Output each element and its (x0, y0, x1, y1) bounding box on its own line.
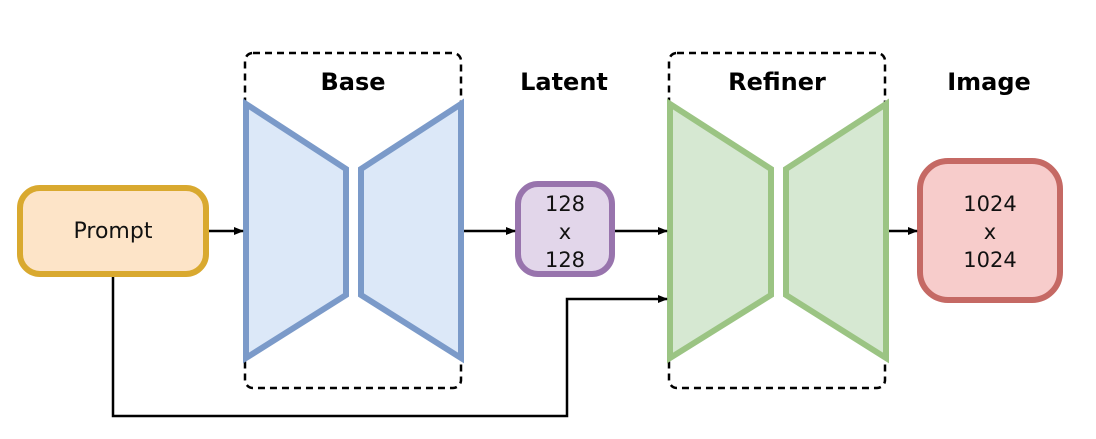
prompt-node (17, 185, 209, 277)
latent-heading: Latent (520, 68, 608, 96)
refiner-encoder-trapezoid (667, 98, 774, 364)
image-size-line1: 1024 (963, 192, 1016, 216)
latent-size-line3: 128 (545, 248, 585, 272)
latent-size-line1: 128 (545, 192, 585, 216)
image-heading: Image (947, 68, 1031, 96)
prompt-label: Prompt (74, 219, 153, 244)
image-size-line2: x (984, 220, 996, 244)
image-size-line3: 1024 (963, 248, 1016, 272)
latent-node (515, 181, 615, 277)
refiner-decoder-trapezoid (783, 98, 889, 364)
base-heading: Base (320, 68, 385, 96)
base-decoder-trapezoid (358, 98, 464, 364)
latent-size-line2: x (559, 220, 571, 244)
image-node (917, 158, 1063, 303)
base-encoder-trapezoid (243, 98, 349, 364)
arrow-prompt-to-refiner (111, 277, 668, 418)
refiner-heading: Refiner (728, 68, 826, 96)
